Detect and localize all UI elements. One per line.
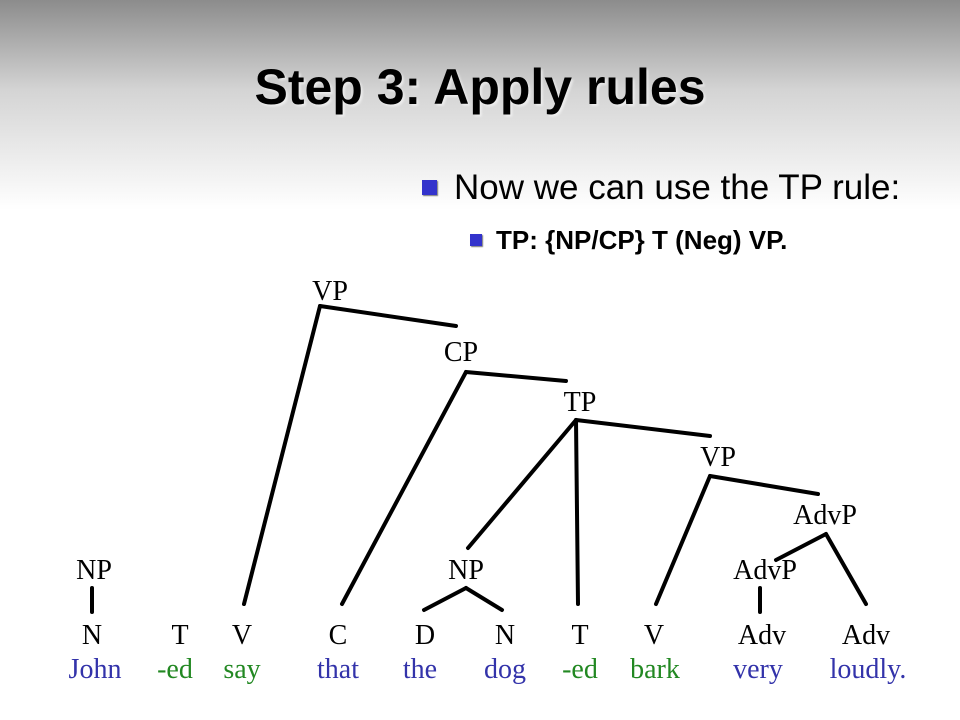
branch-np-n2 xyxy=(464,586,504,612)
node-np-mid: NP xyxy=(448,555,484,586)
category-labels: N T V C D N T V Adv Adv xyxy=(82,620,890,651)
node-advp-upper: AdvP xyxy=(793,500,857,531)
node-advp-lower: AdvP xyxy=(733,555,797,586)
bullet-sub: TP: {NP/CP} T (Neg) VP. xyxy=(468,224,940,256)
cat-label: D xyxy=(415,620,435,651)
node-vp-lower: VP xyxy=(700,442,736,473)
bullet-square-icon xyxy=(470,234,482,246)
cat-label: T xyxy=(571,620,588,651)
branch-vp-v xyxy=(242,304,322,606)
word-label: say xyxy=(223,654,260,685)
cat-label: N xyxy=(82,620,102,651)
word-label: -ed xyxy=(562,654,598,685)
node-vp-top: VP xyxy=(312,276,348,307)
slide-title: Step 3: Apply rules xyxy=(254,59,706,115)
word-label: -ed xyxy=(157,654,193,685)
branch-tp-t xyxy=(574,418,580,606)
bullet-square-icon xyxy=(422,180,437,195)
cat-label: V xyxy=(232,620,252,651)
bullet-sub-text: TP: {NP/CP} T (Neg) VP. xyxy=(496,225,788,255)
bullet-list: Now we can use the TP rule: TP: {NP/CP} … xyxy=(420,168,940,256)
tree-branches xyxy=(90,304,868,614)
branch-tp-np xyxy=(466,418,578,550)
word-labels: John -ed say that the dog -ed bark very … xyxy=(69,654,907,685)
node-tp: TP xyxy=(564,387,597,418)
node-np-left: NP xyxy=(76,555,112,586)
word-label: very xyxy=(733,654,783,685)
cat-label: V xyxy=(644,620,664,651)
word-label: John xyxy=(69,654,122,685)
cat-label: T xyxy=(171,620,188,651)
branch-cp-tp xyxy=(464,370,568,383)
word-label: bark xyxy=(630,654,680,685)
phrase-labels: VP CP TP VP AdvP NP NP AdvP xyxy=(76,276,857,586)
branch-vp-cp xyxy=(318,304,458,328)
cat-label: C xyxy=(329,620,348,651)
cat-label: Adv xyxy=(842,620,890,651)
word-label: loudly. xyxy=(830,654,907,685)
word-label: the xyxy=(403,654,437,685)
cat-label: Adv xyxy=(738,620,786,651)
word-label: that xyxy=(317,654,359,685)
cat-label: N xyxy=(495,620,515,651)
branch-advp-adv xyxy=(824,532,868,606)
node-cp: CP xyxy=(444,337,478,368)
branch-cp-c xyxy=(340,370,468,606)
bullet-main-text: Now we can use the TP rule: xyxy=(454,168,901,207)
branch-vp-v2 xyxy=(654,474,712,606)
word-label: dog xyxy=(484,654,526,685)
bullet-main: Now we can use the TP rule: xyxy=(420,168,940,208)
branch-np-d xyxy=(422,586,468,612)
branch-advp-advp xyxy=(774,532,828,562)
branch-tp-vp xyxy=(574,418,712,438)
branch-vp-advp xyxy=(708,474,820,496)
